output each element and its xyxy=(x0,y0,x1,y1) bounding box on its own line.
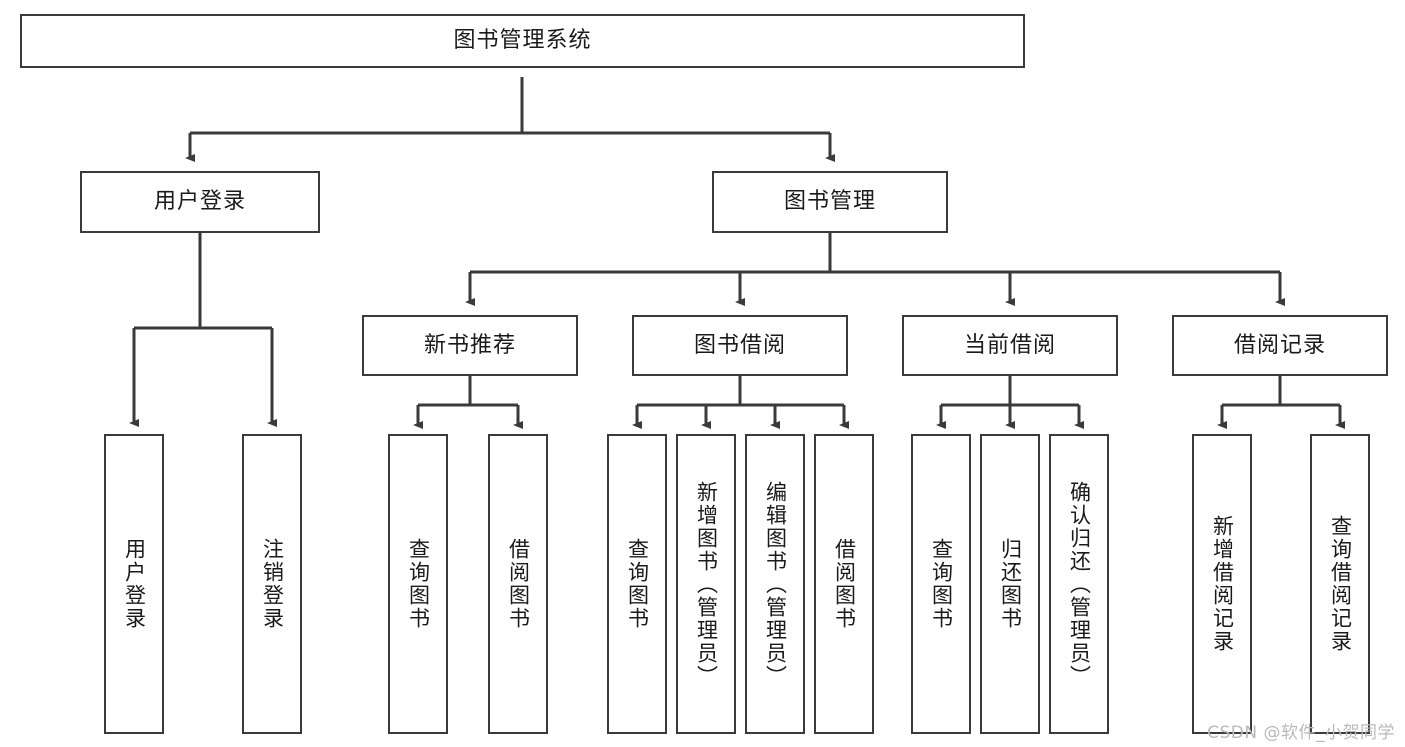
leaf-add-record[interactable]: 新增借阅记录 xyxy=(1192,434,1252,734)
leaf-query-book-1-label: 查询图书 xyxy=(406,538,431,630)
leaf-borrow-book-2[interactable]: 借阅图书 xyxy=(814,434,874,734)
leaf-query-record-label: 查询借阅记录 xyxy=(1328,515,1353,653)
leaf-query-book-3-label: 查询图书 xyxy=(929,538,954,630)
leaf-query-book-2[interactable]: 查询图书 xyxy=(607,434,667,734)
leaf-edit-book-label: 编辑图书（管理员） xyxy=(763,480,788,688)
node-borrow-record-label: 借阅记录 xyxy=(1233,332,1326,358)
node-root-label: 图书管理系统 xyxy=(453,28,592,53)
node-user-login-label: 用户登录 xyxy=(153,189,246,214)
leaf-user-logout-label: 注销登录 xyxy=(260,538,285,630)
leaf-query-book-2-label: 查询图书 xyxy=(625,538,650,630)
node-root[interactable]: 图书管理系统 xyxy=(20,14,1025,68)
leaf-confirm-return[interactable]: 确认归还（管理员） xyxy=(1049,434,1109,734)
leaf-query-book-3[interactable]: 查询图书 xyxy=(911,434,971,734)
leaf-user-logout[interactable]: 注销登录 xyxy=(242,434,302,734)
node-book-borrow[interactable]: 图书借阅 xyxy=(632,315,848,376)
leaf-user-login-label: 用户登录 xyxy=(122,538,147,630)
node-current-borrow-label: 当前借阅 xyxy=(963,332,1056,358)
leaf-query-record[interactable]: 查询借阅记录 xyxy=(1310,434,1370,734)
node-borrow-record[interactable]: 借阅记录 xyxy=(1172,315,1388,376)
leaf-return-book[interactable]: 归还图书 xyxy=(980,434,1040,734)
leaf-add-book-label: 新增图书（管理员） xyxy=(694,480,719,688)
leaf-query-book-1[interactable]: 查询图书 xyxy=(388,434,448,734)
leaf-borrow-book-1-label: 借阅图书 xyxy=(506,538,531,630)
node-book-manage-label: 图书管理 xyxy=(783,189,876,214)
leaf-add-book[interactable]: 新增图书（管理员） xyxy=(676,434,736,734)
leaf-edit-book[interactable]: 编辑图书（管理员） xyxy=(745,434,805,734)
leaf-confirm-return-label: 确认归还（管理员） xyxy=(1067,480,1092,688)
node-book-manage[interactable]: 图书管理 xyxy=(712,171,948,233)
leaf-add-record-label: 新增借阅记录 xyxy=(1210,515,1235,653)
node-book-borrow-label: 图书借阅 xyxy=(693,332,786,358)
node-user-login[interactable]: 用户登录 xyxy=(80,171,320,233)
node-current-borrow[interactable]: 当前借阅 xyxy=(902,315,1118,376)
node-new-book-recommend[interactable]: 新书推荐 xyxy=(362,315,578,376)
leaf-borrow-book-2-label: 借阅图书 xyxy=(832,538,857,630)
node-new-book-recommend-label: 新书推荐 xyxy=(423,332,516,358)
leaf-user-login[interactable]: 用户登录 xyxy=(104,434,164,734)
leaf-borrow-book-1[interactable]: 借阅图书 xyxy=(488,434,548,734)
leaf-return-book-label: 归还图书 xyxy=(998,538,1023,630)
